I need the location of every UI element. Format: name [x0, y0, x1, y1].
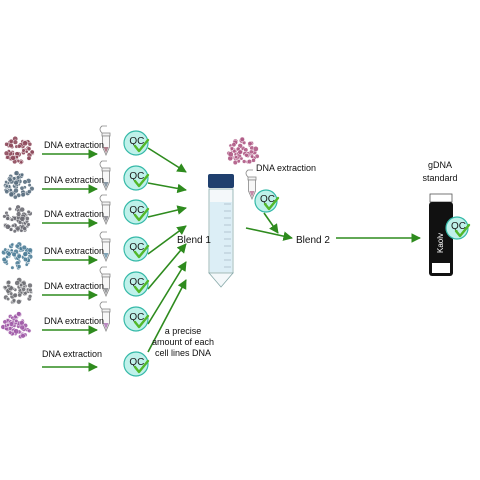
cell-cluster [0, 311, 32, 340]
cell-cluster [1, 241, 34, 271]
qc-label: QC [129, 242, 144, 253]
qc-check: QC [123, 236, 150, 262]
check-icon [133, 244, 150, 259]
standard-title-line-1: gDNA [428, 160, 452, 170]
qc-check: QC [123, 271, 150, 297]
qc-label: QC [129, 312, 144, 323]
to-blend-1-arrow [147, 243, 187, 290]
dna-extraction-label: DNA extraction [44, 246, 104, 256]
qc-label: QC [129, 205, 144, 216]
check-icon [133, 173, 150, 188]
qc-check: QC [123, 351, 150, 377]
to-blend-2-arrow [263, 212, 279, 234]
qc-check: QC [123, 130, 150, 156]
falcon-tube-icon [208, 174, 234, 288]
check-icon [263, 196, 280, 211]
dna-extraction-label: DNA extraction [44, 316, 104, 326]
qc-label: QC [129, 136, 144, 147]
dna-extraction-label: DNA extraction [44, 209, 104, 219]
vial-brand-label: Kaolv [436, 233, 445, 253]
qc-check: QC [123, 165, 150, 191]
check-icon [133, 207, 150, 222]
microtube-icon [245, 169, 257, 200]
check-icon [454, 223, 471, 238]
qc-label: QC [260, 194, 275, 205]
to-blend-1-arrow [147, 205, 187, 218]
to-blend-1-arrow [147, 261, 187, 325]
to-blend-1-arrow [147, 225, 187, 255]
microtube-icon [99, 194, 111, 225]
qc-label: QC [129, 357, 144, 368]
qc-check: QC [123, 306, 150, 332]
check-icon [133, 359, 150, 374]
cell-cluster [3, 170, 35, 200]
microtube-icon [99, 301, 111, 332]
blend-1-label: Blend 1 [177, 235, 211, 246]
qc-check: QC [254, 189, 280, 213]
microtube-icon [99, 160, 111, 191]
microtube-icon [99, 231, 111, 262]
to-blend-1-arrow [147, 279, 187, 353]
qc-check: QC [123, 199, 150, 225]
dna-extraction-label: DNA extraction [256, 163, 316, 173]
to-blend-1-arrow [147, 182, 187, 194]
cell-cluster [2, 277, 34, 305]
note-line-1: a precise [165, 326, 202, 336]
check-icon [133, 138, 150, 153]
dna-extraction-label: DNA extraction [42, 349, 102, 359]
blend-2-label: Blend 2 [296, 235, 330, 246]
check-icon [133, 279, 150, 294]
qc-label: QC [129, 277, 144, 288]
to-blend-1-arrow [147, 147, 187, 173]
microtube-icon [99, 266, 111, 297]
note-line-3: cell lines DNA [155, 348, 211, 358]
dna-extraction-label: DNA extraction [44, 140, 104, 150]
standard-title-line-2: standard [422, 173, 457, 183]
gdna-vial-icon: Kaolv [429, 193, 453, 276]
cell-cluster [226, 136, 260, 166]
cell-cluster [3, 135, 35, 165]
qc-label: QC [129, 171, 144, 182]
check-icon [133, 314, 150, 329]
dna-extraction-label: DNA extraction [44, 175, 104, 185]
cell-cluster [2, 204, 33, 234]
microtube-icon [99, 125, 111, 156]
dna-extraction-label: DNA extraction [44, 281, 104, 291]
note-line-2: amount of each [152, 337, 214, 347]
qc-check: QC [445, 216, 471, 240]
qc-label: QC [451, 221, 466, 232]
to-blend-2-arrow [245, 227, 293, 241]
